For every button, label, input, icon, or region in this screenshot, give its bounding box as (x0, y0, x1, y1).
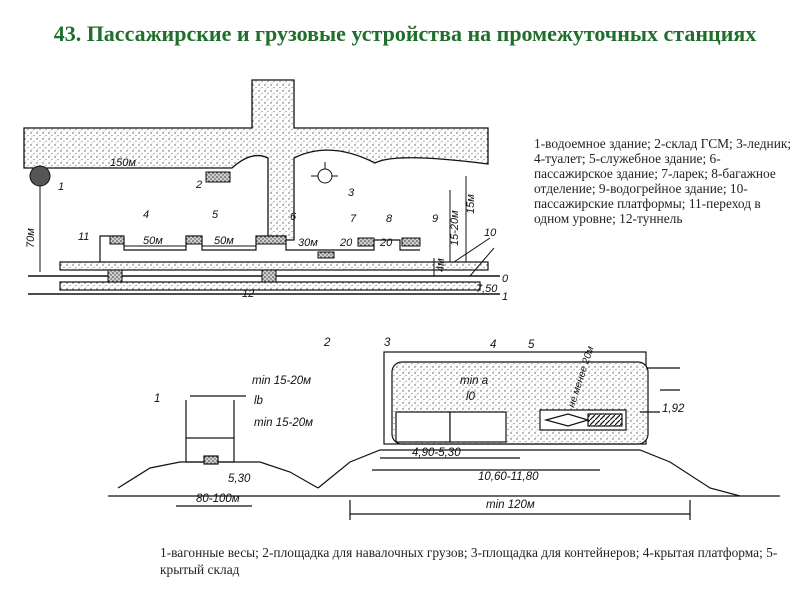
bulk-site (395, 411, 451, 443)
label-530: 5,30 (228, 473, 251, 485)
plan-num-9: 9 (432, 213, 438, 225)
dim-15: 15м (465, 194, 477, 214)
plan-num-8: 8 (386, 213, 393, 225)
building-passenger (255, 235, 287, 245)
ground-profile-left (117, 461, 319, 489)
sec-num-5: 5 (528, 339, 535, 351)
track-label-0: 0 (502, 273, 509, 285)
label-min-15-20-top: min 15-20м (252, 375, 311, 387)
dim-20b: 20 (379, 237, 393, 249)
scales-platform (203, 455, 219, 465)
sec-num-3: 3 (384, 337, 391, 349)
plan-num-10: 10 (484, 227, 497, 239)
crossing-11 (107, 269, 123, 283)
container-site (449, 411, 507, 443)
label-min-15-20: min 15-20м (254, 417, 313, 429)
tunnel-12 (261, 269, 277, 283)
platform-strip-2 (59, 281, 481, 291)
building-fuel-store (205, 171, 231, 183)
label-192: 1,92 (662, 403, 685, 415)
plan-labels: 1 2 3 4 5 6 7 8 9 10 11 12 150м 70м 50м … (25, 157, 509, 303)
plan-num-5: 5 (212, 209, 219, 221)
building-baggage (357, 237, 375, 247)
label-80-100: 80-100м (196, 493, 240, 505)
plan-num-2: 2 (195, 179, 202, 191)
plan-num-11: 11 (78, 231, 89, 243)
building-water-heater (401, 237, 421, 247)
dim-150: 150м (110, 157, 136, 169)
covered-platform (587, 413, 623, 427)
building-kiosk (317, 251, 335, 259)
label-l0: l0 (466, 391, 476, 403)
dim-30: 30м (298, 237, 318, 249)
label-min-a: min a (460, 375, 488, 387)
station-plan (23, 79, 500, 295)
label-1060-1180: 10,60-11,80 (478, 471, 539, 483)
dim-50a: 50м (143, 235, 163, 247)
road-network (23, 79, 489, 241)
building-outline (99, 235, 420, 262)
page-title: 43. Пассажирские и грузовые устройства н… (53, 21, 757, 46)
dim-20a: 20 (339, 237, 353, 249)
building-toilet (109, 235, 125, 245)
label-lb: lb (254, 395, 264, 407)
dim-50b: 50м (214, 235, 234, 247)
dim-70: 70м (25, 228, 37, 248)
sec-num-4: 4 (490, 339, 496, 351)
label-490-530: 4,90-5,30 (412, 447, 461, 459)
plan-num-7: 7 (350, 213, 357, 225)
plan-num-6: 6 (290, 211, 297, 223)
sec-num-2: 2 (323, 337, 331, 349)
ground-profile-right (317, 449, 741, 497)
plan-num-3: 3 (348, 187, 355, 199)
track-label-1: 1 (502, 291, 508, 303)
dimension-lines (39, 167, 495, 277)
bottom-legend: 1-вагонные весы; 2-площадка для навалочн… (160, 545, 778, 577)
building-service (185, 235, 203, 245)
store-ramp (543, 413, 591, 427)
water-tower-icon (29, 165, 51, 187)
plan-num-1: 1 (58, 181, 64, 193)
ice-house-rays (311, 162, 338, 177)
dim-750: 7,50 (476, 283, 498, 295)
platform-strip (59, 261, 489, 271)
dim-4: 4м (435, 258, 447, 272)
plan-num-12: 12 (242, 288, 254, 300)
plan-num-4: 4 (143, 209, 149, 221)
dim-15-20: 15-20м (449, 210, 461, 246)
label-min-120: min 120м (486, 499, 535, 511)
sec-num-1: 1 (154, 393, 160, 405)
top-legend: 1-водоемное здание; 2-склад ГСМ; 3-ледни… (534, 136, 792, 226)
freight-section (108, 351, 780, 520)
ice-house-icon (317, 168, 333, 184)
